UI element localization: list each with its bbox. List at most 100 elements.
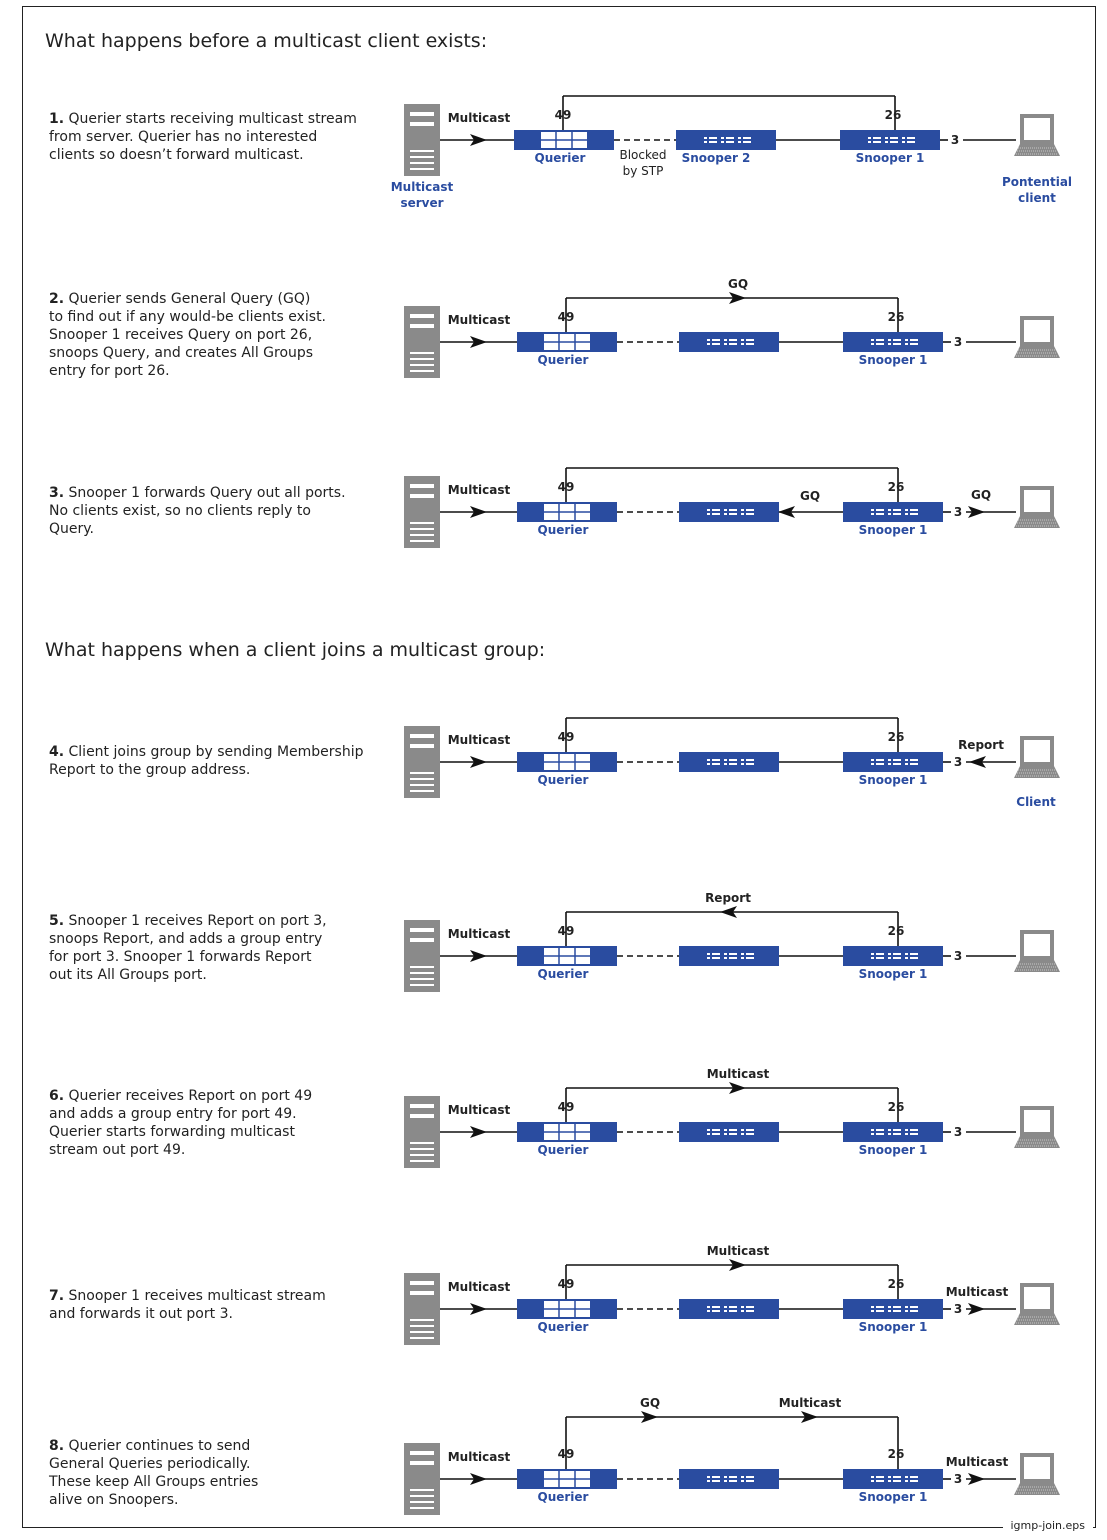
snooper-2-switch — [679, 1299, 779, 1319]
multicast-feed-arrow — [470, 336, 487, 348]
multicast-feed-label: Multicast — [448, 927, 511, 941]
port-49-label: 49 — [558, 1277, 575, 1291]
client-flow-arrow — [968, 1473, 985, 1485]
port-49-label: 49 — [558, 1100, 575, 1114]
top-flow-arrow — [729, 1259, 746, 1271]
port-49-label: 49 — [555, 108, 572, 122]
port-3-label: 3 — [954, 335, 962, 349]
top-flow-label: GQ — [728, 277, 748, 291]
client-label: client — [1018, 191, 1056, 205]
laptop-icon — [1013, 1452, 1061, 1496]
diagram-frame — [22, 6, 1096, 1528]
top-flow-arrow — [720, 906, 737, 918]
snooper-flow-label: GQ — [800, 489, 820, 503]
snooper-1-label: Snooper 1 — [859, 1320, 928, 1334]
port-26-label: 26 — [888, 1447, 905, 1461]
step-4-text: 4. Client joins group by sending Members… — [49, 744, 364, 778]
snooper-1-label: Snooper 1 — [859, 353, 928, 367]
snooper-1-switch — [843, 1469, 943, 1489]
port-26-label: 26 — [888, 1277, 905, 1291]
multicast-feed-label: Multicast — [448, 733, 511, 747]
multicast-feed-arrow — [470, 1473, 487, 1485]
client-flow-arrow — [968, 506, 985, 518]
snooper-2-label: Snooper 2 — [682, 151, 751, 165]
multicast-feed-arrow — [470, 756, 487, 768]
multicast-feed-label: Multicast — [448, 1103, 511, 1117]
client-flow-arrow — [968, 1303, 985, 1315]
laptop-icon — [1013, 485, 1061, 529]
querier-label: Querier — [538, 523, 589, 537]
top-flow-arrow — [729, 292, 746, 304]
multicast-feed-arrow — [470, 506, 487, 518]
snooper-2-switch — [679, 1469, 779, 1489]
snooper-1-switch — [843, 946, 943, 966]
snooper-2-switch — [679, 752, 779, 772]
snooper-1-switch — [843, 1299, 943, 1319]
client-flow-label: Multicast — [946, 1285, 1009, 1299]
querier-label: Querier — [538, 967, 589, 981]
step-3-text: 3. Snooper 1 forwards Query out all port… — [49, 485, 346, 537]
blocked-label: Blocked — [619, 148, 666, 162]
querier-switch — [516, 1121, 618, 1143]
snooper-2-switch — [676, 130, 776, 150]
port-49-label: 49 — [558, 310, 575, 324]
multicast-feed-label: Multicast — [448, 313, 511, 327]
snooper-2-switch — [679, 332, 779, 352]
querier-switch — [516, 751, 618, 773]
port-49-label: 49 — [558, 1447, 575, 1461]
server-label: server — [400, 196, 443, 210]
snooper-2-switch — [679, 502, 779, 522]
port-49-label: 49 — [558, 924, 575, 938]
server-icon — [404, 104, 440, 176]
laptop-icon — [1013, 315, 1061, 359]
querier-switch — [516, 1298, 618, 1320]
port-49-label: 49 — [558, 480, 575, 494]
querier-label: Querier — [538, 353, 589, 367]
laptop-icon — [1013, 113, 1061, 157]
server-label: Multicast — [391, 180, 454, 194]
snooper-1-switch — [843, 502, 943, 522]
multicast-feed-arrow — [470, 134, 487, 146]
port-3-label: 3 — [951, 133, 959, 147]
client-flow-label: GQ — [971, 488, 991, 502]
blocked-label: by STP — [623, 164, 664, 178]
snooper-1-label: Snooper 1 — [859, 967, 928, 981]
top-flow-arrow — [801, 1411, 818, 1423]
top-flow-label: GQ — [640, 1396, 660, 1410]
snooper-1-switch — [840, 130, 940, 150]
snooper-2-switch — [679, 946, 779, 966]
server-icon — [404, 306, 440, 378]
multicast-feed-label: Multicast — [448, 1450, 511, 1464]
querier-switch — [516, 331, 618, 353]
client-label: Client — [1016, 795, 1056, 809]
multicast-feed-label: Multicast — [448, 483, 511, 497]
port-3-label: 3 — [954, 1302, 962, 1316]
snooper-2-switch — [679, 1122, 779, 1142]
laptop-icon — [1013, 1105, 1061, 1149]
laptop-icon — [1013, 929, 1061, 973]
querier-switch — [516, 1468, 618, 1490]
snooper-1-switch — [843, 1122, 943, 1142]
port-26-label: 26 — [888, 730, 905, 744]
snooper-1-label: Snooper 1 — [859, 1143, 928, 1157]
section-heading-join: What happens when a client joins a multi… — [45, 639, 546, 661]
server-icon — [404, 920, 440, 992]
step-5-text: 5. Snooper 1 receives Report on port 3,s… — [49, 913, 327, 983]
laptop-icon — [1013, 1282, 1061, 1326]
client-flow-label: Multicast — [946, 1455, 1009, 1469]
top-flow-arrow — [729, 1082, 746, 1094]
port-26-label: 26 — [888, 480, 905, 494]
port-49-label: 49 — [558, 730, 575, 744]
server-icon — [404, 476, 440, 548]
snooper-1-switch — [843, 332, 943, 352]
querier-label: Querier — [538, 1143, 589, 1157]
top-flow-arrow — [641, 1411, 658, 1423]
top-flow-label: Multicast — [707, 1067, 770, 1081]
top-flow-label: Report — [705, 891, 751, 905]
querier-label: Querier — [538, 1490, 589, 1504]
